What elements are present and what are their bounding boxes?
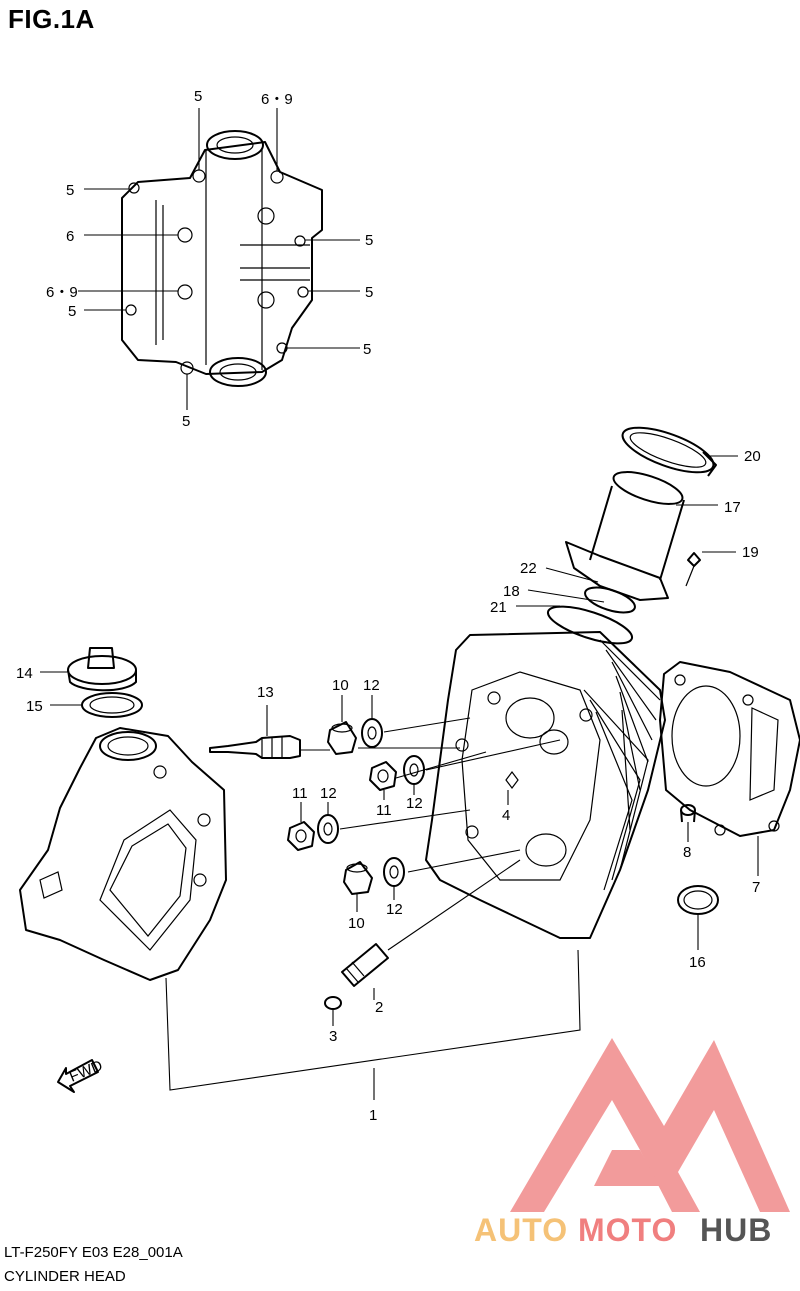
callout-3: 3 — [329, 1028, 337, 1045]
fwd-label: FWD — [67, 1057, 105, 1086]
callout-14: 14 — [16, 665, 33, 682]
cylinder-head-body — [425, 631, 666, 939]
nut-11b — [287, 821, 315, 851]
callout-5: 5 — [363, 341, 371, 358]
callout-19: 19 — [742, 544, 759, 561]
callout-11: 11 — [376, 802, 392, 819]
head-gasket — [659, 661, 800, 837]
callout-5: 5 — [194, 88, 202, 105]
callout-20: 20 — [744, 448, 761, 465]
callout-12: 12 — [363, 677, 380, 694]
callout-5: 5 — [182, 413, 190, 430]
callout-13: 13 — [257, 684, 274, 701]
watermark-auto: AUTO — [474, 1212, 569, 1248]
washer-12d — [383, 857, 405, 887]
washer-12a — [361, 718, 383, 748]
callout-8: 8 — [683, 844, 691, 861]
assembly-leaders — [40, 671, 759, 1100]
diagram-code: LT-F250FY E03 E28_001A — [4, 1244, 183, 1261]
callout-12: 12 — [320, 785, 337, 802]
callout-22: 22 — [520, 560, 537, 577]
callout-5: 5 — [365, 232, 373, 249]
dowel-pin-8 — [680, 804, 696, 823]
nut-11a — [369, 761, 397, 791]
diagram-name: CYLINDER HEAD — [4, 1268, 126, 1285]
intake-pipe-assembly — [546, 426, 717, 645]
washer-12c — [317, 814, 339, 844]
callout-4: 4 — [502, 807, 510, 824]
callout-6-9: 6・9 — [46, 284, 78, 301]
callout-11: 11 — [292, 785, 308, 802]
head-top-view — [121, 130, 323, 387]
callout-7: 7 — [752, 879, 760, 896]
washer-12b — [403, 755, 425, 785]
callout-5: 5 — [68, 303, 76, 320]
oil-filler-cap-14 — [67, 647, 137, 692]
callout-labels: 5 6・9 5 6 5 6・9 5 5 5 5 20 17 19 22 18 2… — [16, 88, 761, 1124]
callout-12: 12 — [386, 901, 403, 918]
callout-21: 21 — [490, 599, 507, 616]
callout-10: 10 — [348, 915, 365, 932]
cap-nut-10a — [327, 721, 357, 755]
spark-plug-13 — [209, 735, 301, 759]
callout-12: 12 — [406, 795, 423, 812]
watermark-moto: MOTO — [578, 1212, 678, 1248]
callout-5: 5 — [66, 182, 74, 199]
plug-16 — [677, 885, 719, 915]
cap-nut-10b — [343, 861, 373, 895]
valve-cover — [19, 727, 227, 981]
watermark-hub: HUB — [700, 1212, 773, 1248]
automotohub-logo-mark — [510, 1038, 790, 1212]
callout-16: 16 — [689, 954, 706, 971]
figure-title: FIG.1A — [8, 4, 95, 34]
callout-6: 6 — [66, 228, 74, 245]
fwd-arrow-icon: FWD — [57, 1057, 105, 1093]
callout-15: 15 — [26, 698, 43, 715]
callout-2: 2 — [375, 999, 383, 1016]
intake-leaders — [516, 455, 738, 607]
top-view-leaders — [78, 108, 360, 410]
callout-18: 18 — [503, 583, 520, 600]
callout-6-9: 6・9 — [261, 91, 293, 108]
callout-10: 10 — [332, 677, 349, 694]
callout-1: 1 — [369, 1107, 377, 1124]
stud-2 — [341, 943, 389, 987]
clip-3 — [324, 996, 342, 1010]
o-ring-15 — [81, 692, 143, 718]
callout-17: 17 — [724, 499, 741, 516]
callout-5: 5 — [365, 284, 373, 301]
